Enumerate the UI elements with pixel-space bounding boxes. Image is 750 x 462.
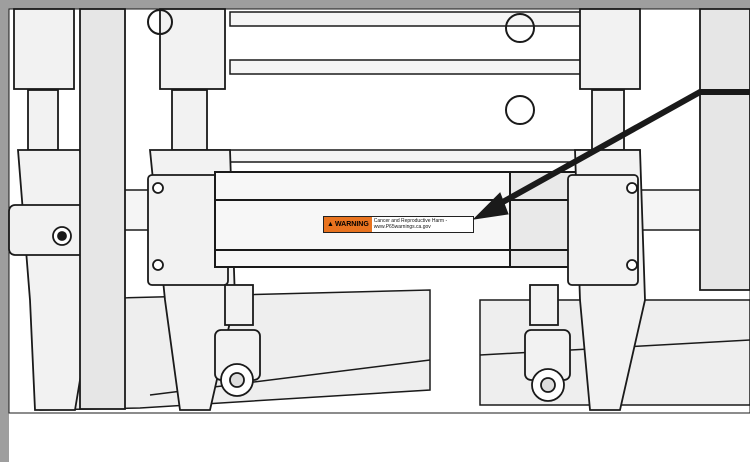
warning-line-2: www.P65warnings.ca.gov bbox=[373, 224, 431, 230]
hydraulic-fittings bbox=[214, 284, 571, 402]
warning-triangle-icon: ▲ bbox=[327, 221, 334, 228]
warning-signal-word: WARNING bbox=[334, 221, 369, 228]
warning-line-1: Cancer and Reproductive Harm - bbox=[373, 218, 448, 224]
warning-message: Cancer and Reproductive Harm - www.P65wa… bbox=[372, 217, 473, 232]
pull-rings bbox=[147, 9, 535, 125]
callout-arrow bbox=[472, 89, 750, 220]
centre-left-clamp bbox=[147, 8, 236, 411]
right-clamp bbox=[567, 8, 750, 411]
warning-signal-word-panel: ▲ WARNING bbox=[324, 217, 372, 232]
left-clamp bbox=[8, 8, 126, 411]
prop65-warning-label: ▲ WARNING Cancer and Reproductive Harm -… bbox=[323, 216, 474, 233]
